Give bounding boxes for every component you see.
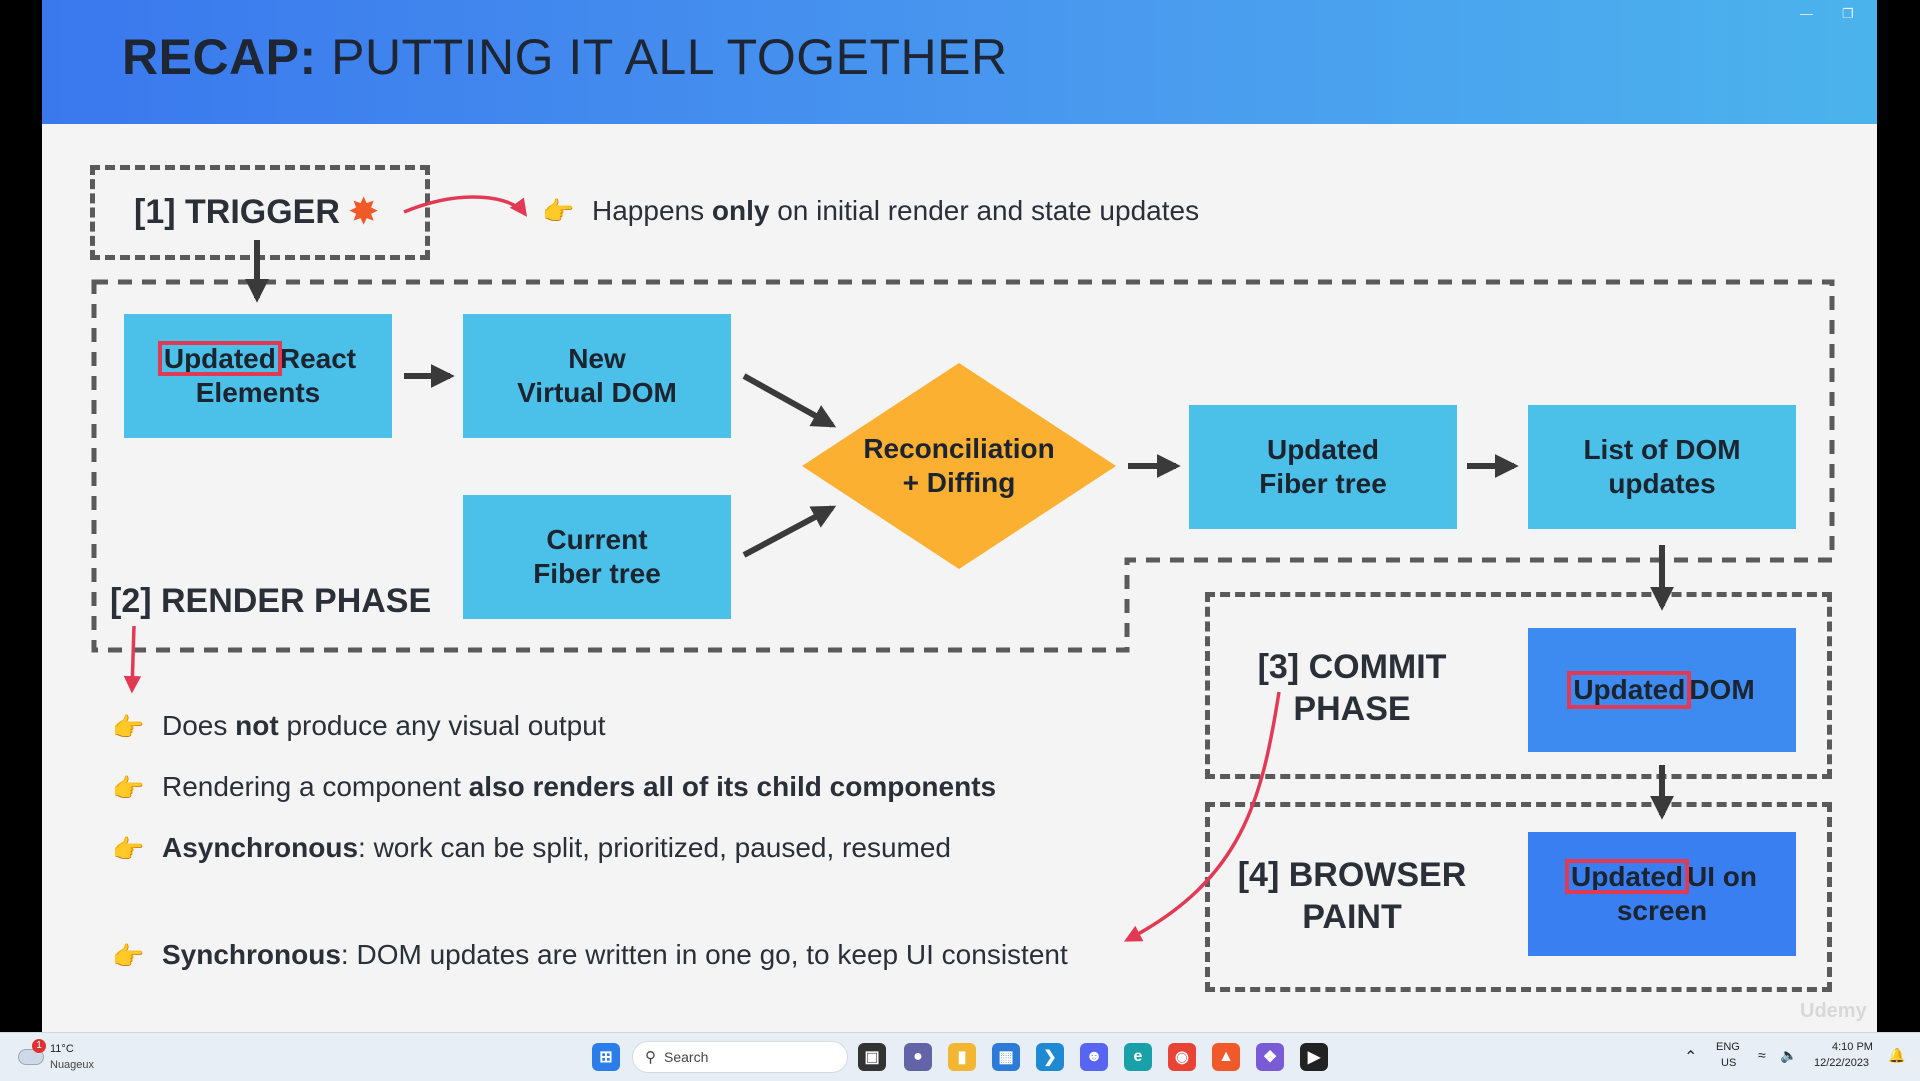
trigger-note: Happens only on initial render and state…: [592, 195, 1200, 226]
teams-chat-icon[interactable]: ●: [904, 1043, 932, 1071]
volume-icon[interactable]: 🔈: [1780, 1047, 1798, 1063]
explosion-icon: ✸: [349, 193, 378, 231]
region-indicator: US: [1721, 1057, 1737, 1069]
reconciliation-label: Reconciliation + Diffing: [863, 433, 1055, 498]
reconciliation-diamond: [802, 363, 1116, 569]
updated-fiber-tree-box: Updated Fiber tree: [1189, 405, 1457, 529]
updated-highlight: Updated: [1565, 859, 1689, 894]
notification-bell-icon[interactable]: 🔔: [1888, 1047, 1906, 1063]
slide: RECAP: PUTTING IT ALL TOGETHER — ❐ [1] T…: [42, 0, 1877, 1032]
weather-desc: Nuageux: [50, 1059, 95, 1071]
updated-highlight: Updated: [157, 341, 282, 376]
dom-updates-list-box: List of DOM updates: [1528, 405, 1796, 529]
minimize-icon[interactable]: —: [1800, 6, 1813, 21]
task-view-icon[interactable]: ▣: [858, 1043, 886, 1071]
title-rest: PUTTING IT ALL TOGETHER: [331, 29, 1008, 85]
commit-phase-frame: [1205, 592, 1832, 779]
weather-badge: 1: [32, 1039, 46, 1053]
chevron-up-icon[interactable]: ⌃: [1684, 1049, 1698, 1066]
vscode-icon[interactable]: ❯: [1036, 1043, 1064, 1071]
slide-title: RECAP: PUTTING IT ALL TOGETHER: [122, 28, 1008, 86]
bullet-3: Asynchronous: work can be split, priorit…: [162, 832, 951, 863]
trigger-label: [1] TRIGGER ✸: [134, 193, 378, 231]
file-explorer-icon[interactable]: ▮: [948, 1043, 976, 1071]
search-icon: ⚲: [645, 1049, 656, 1066]
search-placeholder: Search: [664, 1049, 709, 1065]
red-arrows: [123, 195, 1281, 942]
pointing-hand-icon: 👉: [112, 712, 145, 742]
weather-temp: 11°C: [50, 1043, 74, 1055]
pointing-hand-icon: 👉: [112, 773, 145, 803]
brave-icon[interactable]: ▲: [1212, 1043, 1240, 1071]
copilot-icon[interactable]: ❖: [1256, 1043, 1284, 1071]
current-fiber-tree-box: Current Fiber tree: [463, 495, 731, 619]
media-player-icon[interactable]: ▶: [1300, 1043, 1328, 1071]
pointing-hand-icon: 👉: [542, 196, 575, 226]
commit-phase-label: [3] COMMIT PHASE: [1257, 648, 1447, 728]
weather-widget[interactable]: 1 11°C Nuageux: [14, 1039, 114, 1077]
cloud-icon: [18, 1049, 44, 1065]
clock-time[interactable]: 4:10 PM: [1832, 1041, 1873, 1053]
bullet-4: Synchronous: DOM updates are written in …: [162, 939, 1068, 970]
browser-paint-label: [4] BROWSER PAINT: [1237, 856, 1467, 936]
pointing-hand-icon: 👉: [112, 941, 145, 971]
bullet-2: Rendering a component also renders all o…: [162, 771, 997, 802]
render-phase-label: [2] RENDER PHASE: [110, 582, 432, 620]
discord-icon[interactable]: ☻: [1080, 1043, 1108, 1071]
windows-start-icon[interactable]: ⊞: [592, 1043, 620, 1071]
wifi-icon[interactable]: ≈: [1758, 1047, 1766, 1063]
browser-paint-frame: [1205, 802, 1832, 992]
store-icon[interactable]: ▦: [992, 1043, 1020, 1071]
title-banner: RECAP: PUTTING IT ALL TOGETHER — ❐: [42, 0, 1877, 124]
taskbar: 1 11°C Nuageux ⊞ ⚲ Search ▣ ● ▮ ▦ ❯ ☻ e …: [0, 1032, 1920, 1081]
render-phase-frame: [91, 279, 1835, 653]
updated-highlight: Updated: [1567, 671, 1692, 709]
language-indicator[interactable]: ENG: [1716, 1041, 1740, 1053]
edge-icon[interactable]: e: [1124, 1043, 1152, 1071]
new-virtual-dom-box: New Virtual DOM: [463, 314, 731, 438]
chrome-icon[interactable]: ◉: [1168, 1043, 1196, 1071]
pointing-hand-icon: 👉: [112, 834, 145, 864]
black-arrows: [245, 240, 1674, 820]
bullet-1: Does not produce any visual output: [162, 710, 606, 741]
udemy-watermark: Udemy: [1800, 1000, 1867, 1022]
clock-date[interactable]: 12/22/2023: [1814, 1057, 1870, 1069]
taskbar-search[interactable]: ⚲ Search: [632, 1041, 848, 1073]
flow-arrows: [123, 195, 1674, 942]
title-bold: RECAP:: [122, 29, 317, 85]
restore-icon[interactable]: ❐: [1842, 6, 1854, 21]
